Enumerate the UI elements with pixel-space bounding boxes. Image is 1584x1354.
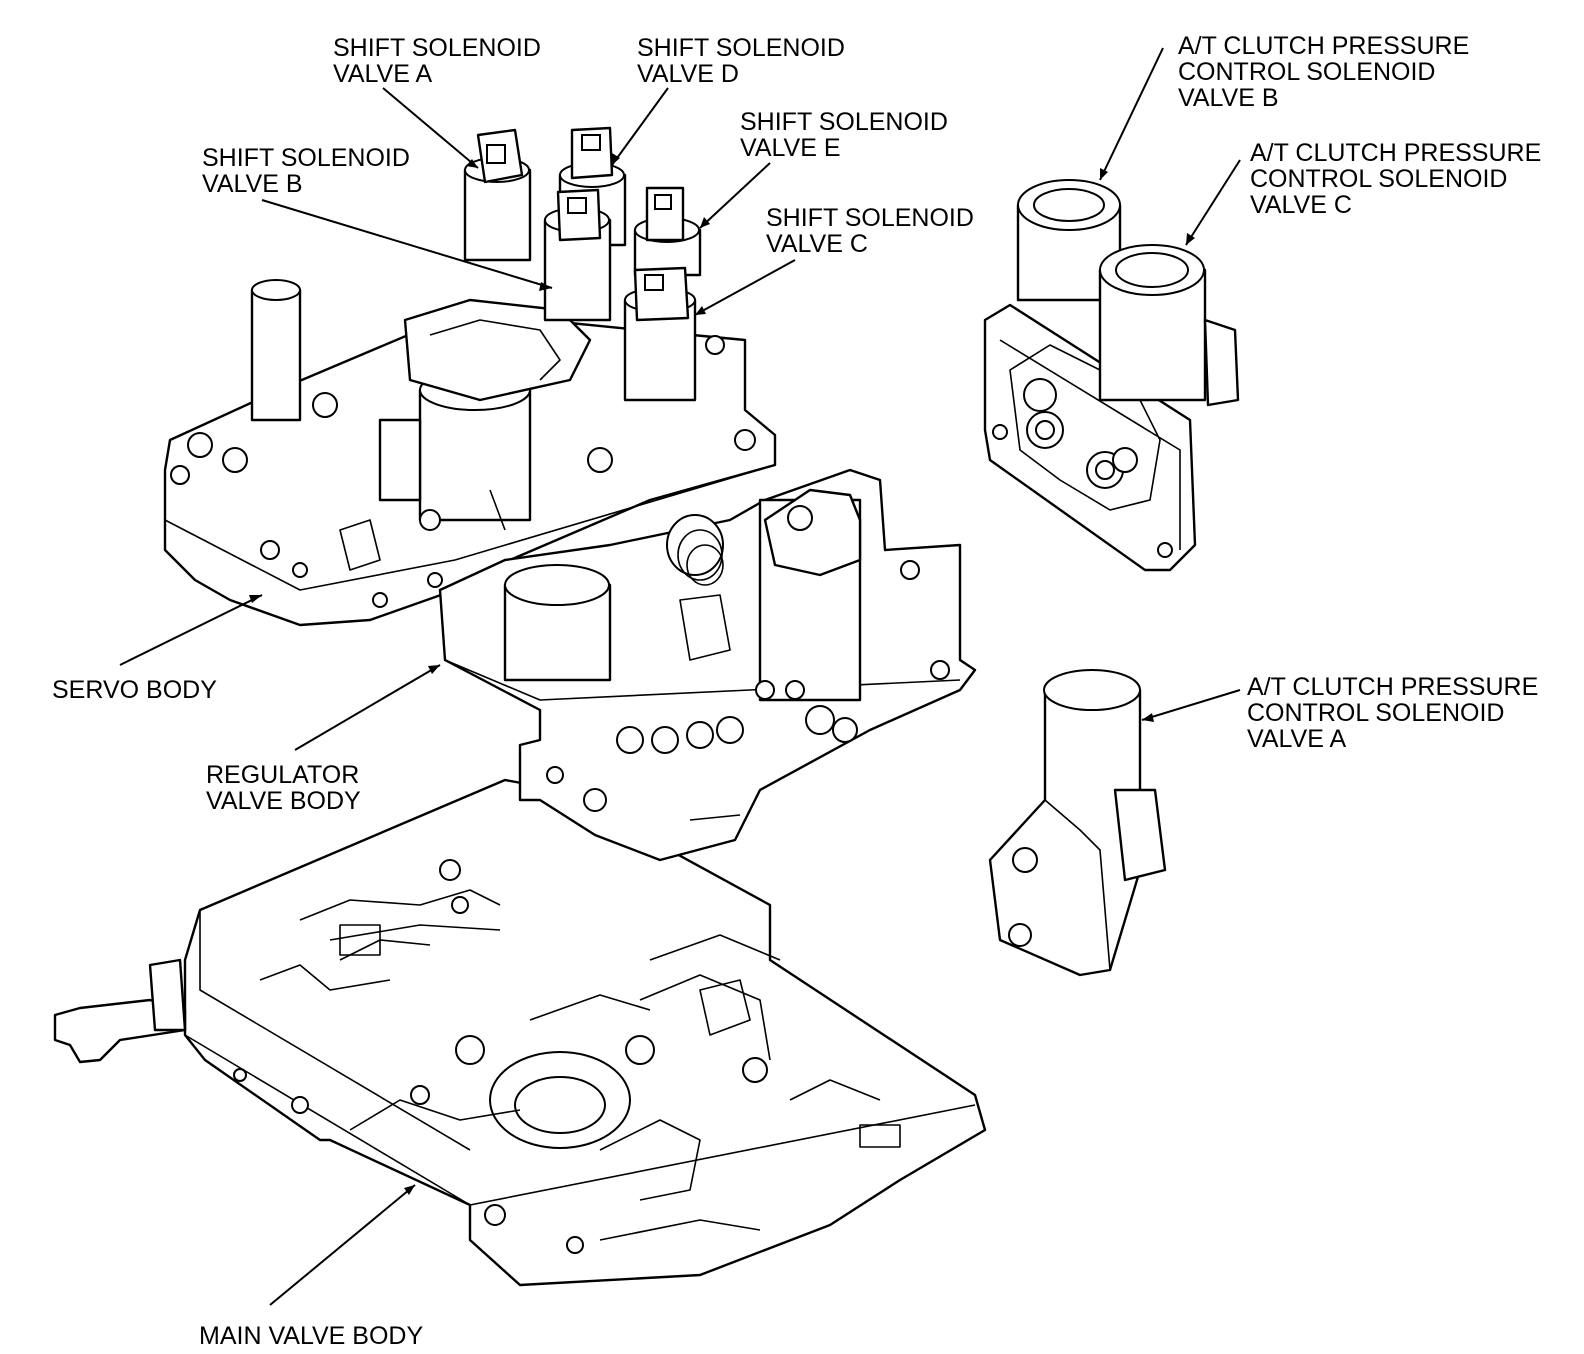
leader-atcp-c (1185, 159, 1241, 246)
shift-solenoid-a (463, 128, 532, 262)
shift-solenoid-b (543, 188, 612, 322)
leader-shift-b (261, 199, 553, 289)
atcp-solenoid-a (988, 669, 1167, 977)
leader-main (269, 1184, 416, 1306)
leader-atcp-a (1141, 689, 1241, 721)
label-shift-solenoid-d: SHIFT SOLENOID VALVE D (637, 34, 852, 88)
leader-atcp-b (1099, 47, 1164, 181)
leader-shift-c (694, 259, 796, 316)
label-shift-solenoid-e: SHIFT SOLENOID VALVE E (740, 108, 955, 162)
servo-body (163, 279, 777, 627)
label-regulator-valve-body: REGULATOR VALVE BODY (206, 761, 366, 815)
label-shift-solenoid-a: SHIFT SOLENOID VALVE A (333, 34, 548, 88)
label-main-valve-body: MAIN VALVE BODY (199, 1322, 423, 1350)
atcp-solenoid-b-c-assembly (983, 179, 1240, 572)
shift-solenoid-e (633, 186, 702, 277)
label-shift-solenoid-b: SHIFT SOLENOID VALVE B (202, 144, 417, 198)
leader-shift-d (611, 87, 669, 166)
leader-regulator (294, 664, 441, 751)
label-atcp-solenoid-b: A/T CLUTCH PRESSURE CONTROL SOLENOID VAL… (1178, 32, 1476, 112)
callout-labels: SHIFT SOLENOID VALVE A SHIFT SOLENOID VA… (52, 32, 1548, 1350)
label-atcp-solenoid-c: A/T CLUTCH PRESSURE CONTROL SOLENOID VAL… (1250, 139, 1548, 219)
main-valve-body (53, 778, 987, 1287)
label-servo-body: SERVO BODY (52, 676, 217, 704)
leader-servo (119, 594, 263, 666)
label-atcp-solenoid-a: A/T CLUTCH PRESSURE CONTROL SOLENOID VAL… (1247, 673, 1545, 753)
leader-lines (119, 47, 1241, 1306)
leader-shift-e (699, 162, 771, 229)
regulator-valve-body (438, 468, 977, 862)
shift-solenoid-c (623, 266, 697, 402)
label-shift-solenoid-c: SHIFT SOLENOID VALVE C (766, 204, 981, 258)
leader-shift-a (382, 87, 479, 169)
